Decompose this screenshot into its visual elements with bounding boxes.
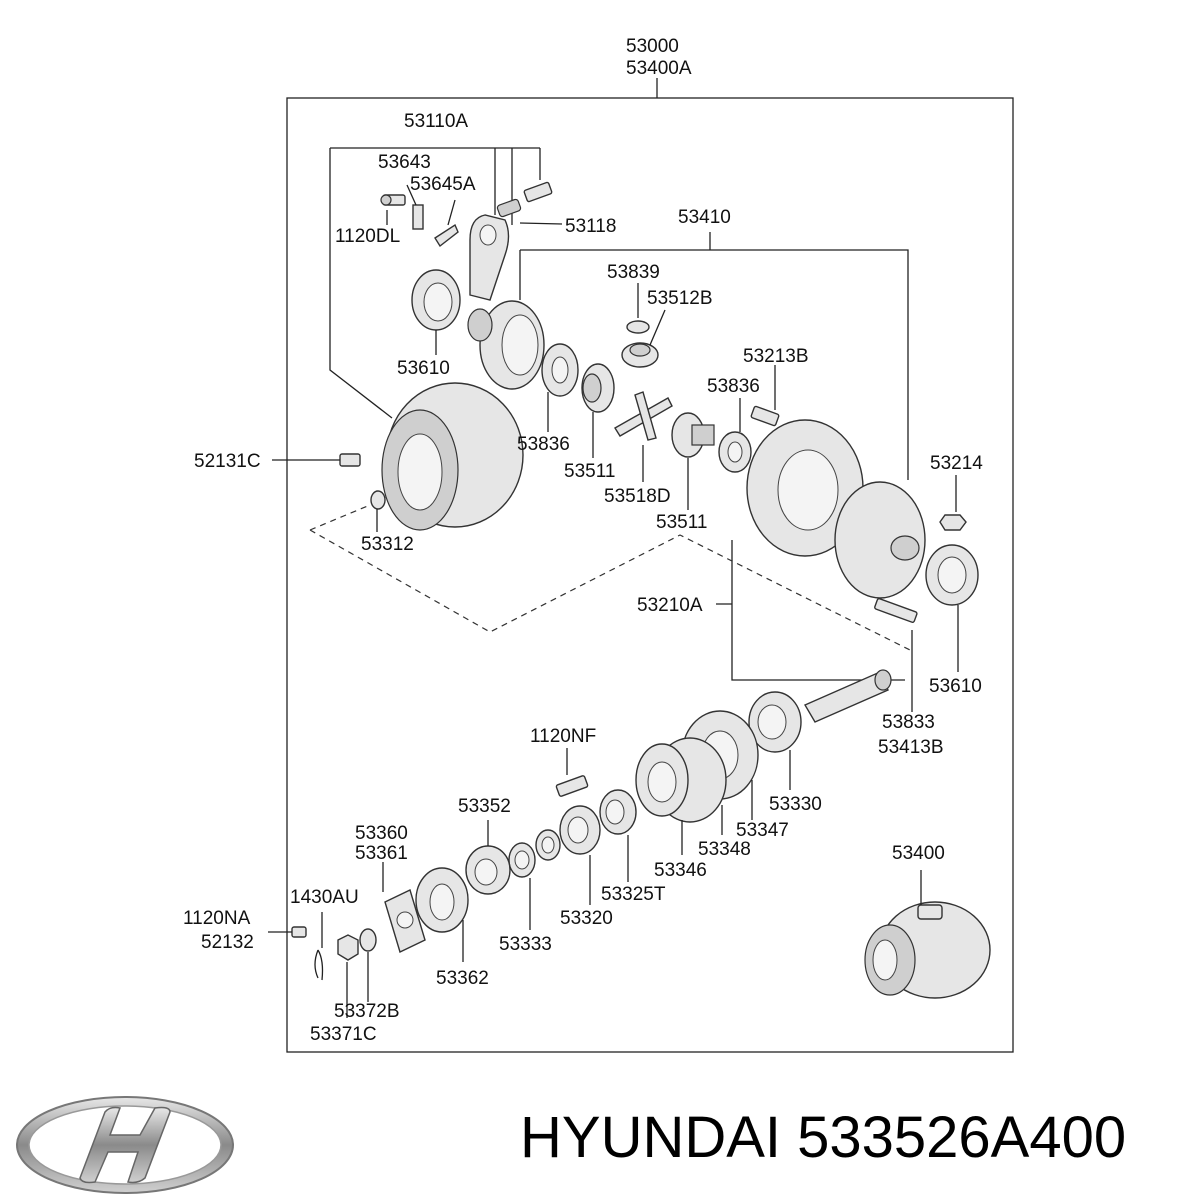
label-53372B: 53372B — [334, 1001, 400, 1022]
label-52132: 52132 — [201, 932, 254, 953]
bolt-1120DL-icon — [380, 194, 406, 225]
label-1120DL: 1120DL — [335, 226, 400, 247]
label-53348: 53348 — [698, 839, 751, 860]
washer-53333-icon — [508, 842, 536, 930]
label-53512B: 53512B — [647, 288, 713, 309]
label-53210A: 53210A — [637, 595, 703, 616]
label-53836-right: 53836 — [707, 376, 760, 397]
companion-flange-53362-icon — [415, 867, 469, 962]
washer-53839-icon — [626, 283, 650, 334]
assembly-frame — [286, 97, 1014, 1053]
label-53511-left: 53511 — [564, 461, 615, 482]
washer-53333a-icon — [535, 829, 561, 861]
cross-shaft-53518D-icon — [614, 391, 673, 482]
washer-53372B-icon — [359, 928, 377, 1002]
retainer-53346-icon — [635, 743, 689, 855]
bolt-52132-icon — [268, 926, 307, 938]
label-53645A: 53645A — [410, 174, 476, 195]
label-52131C: 52131C — [194, 451, 261, 472]
bearing-53610-right-icon — [925, 544, 979, 672]
label-53213B: 53213B — [743, 346, 809, 367]
label-53347: 53347 — [736, 820, 789, 841]
bolt-1120NF-icon — [555, 748, 589, 797]
nut-53214-icon — [939, 475, 967, 531]
side-gear-53511-right-icon — [671, 412, 715, 510]
label-1120NF: 1120NF — [530, 726, 596, 747]
side-gear-53511-icon — [581, 363, 615, 458]
cotter-pin-1430AU-icon — [314, 912, 324, 981]
case-half-right-icon — [834, 481, 926, 599]
label-53410: 53410 — [678, 207, 731, 228]
label-53360: 53360 — [355, 823, 408, 844]
assembled-carrier-53400-icon — [864, 870, 991, 999]
dust-cover-53360-icon — [382, 862, 426, 953]
label-53352: 53352 — [458, 796, 511, 817]
label-53400A: 53400A — [626, 58, 692, 79]
label-53643: 53643 — [378, 152, 431, 173]
label-53333: 53333 — [499, 934, 552, 955]
bearing-cap-icon — [469, 214, 510, 301]
label-53330: 53330 — [769, 794, 822, 815]
label-53214: 53214 — [930, 453, 983, 474]
label-53361: 53361 — [355, 843, 408, 864]
exploded-parts-diagram: 53000 53400A 53110A 53643 53645A 1120DL … — [183, 36, 1014, 1053]
hyundai-logo-icon — [16, 1096, 234, 1194]
differential-case-icon — [370, 382, 524, 532]
spacer-53325T-icon — [599, 789, 637, 882]
label-53118: 53118 — [565, 216, 616, 237]
nut-53371C-icon — [337, 934, 359, 1018]
label-53320: 53320 — [560, 908, 613, 929]
thrust-washer-53836-icon — [541, 343, 579, 432]
label-53833: 53833 — [882, 712, 935, 733]
drive-pinion-53413B-icon — [803, 669, 892, 723]
label-53346: 53346 — [654, 860, 707, 881]
label-53110A: 53110A — [404, 111, 468, 132]
bolt-53213B-icon — [750, 365, 780, 427]
label-53518D: 53518D — [604, 486, 671, 507]
bolt-53118-icon — [496, 181, 563, 225]
differential-case-half-icon — [467, 300, 545, 390]
label-53371C: 53371C — [310, 1024, 377, 1045]
label-53362: 53362 — [436, 968, 489, 989]
label-53325T: 53325T — [601, 884, 666, 905]
label-53000: 53000 — [626, 36, 679, 57]
label-53413B: 53413B — [878, 737, 944, 758]
label-53400: 53400 — [892, 843, 945, 864]
label-1120NA: 1120NA — [183, 908, 251, 929]
plate-53643-icon — [406, 184, 424, 230]
lock-53645A-icon — [434, 199, 459, 248]
brand-part-number: HYUNDAI 533526A400 — [520, 1105, 1127, 1170]
label-53610-top: 53610 — [397, 358, 450, 379]
oil-seal-53352-icon — [465, 820, 511, 895]
bearing-53610-top-icon — [411, 269, 461, 355]
bearing-53320-icon — [559, 805, 601, 905]
bearing-53330-icon — [748, 691, 802, 790]
label-1430AU: 1430AU — [290, 887, 359, 908]
label-53610-right: 53610 — [929, 676, 982, 697]
label-53839: 53839 — [607, 262, 660, 283]
pinion-gear-53512B-icon — [621, 309, 666, 368]
thrust-washer-53836-right-icon — [718, 398, 752, 473]
bolt-52131C-icon — [272, 453, 361, 467]
label-53312: 53312 — [361, 534, 414, 555]
bolt-53833-icon — [874, 597, 918, 712]
label-53836-left: 53836 — [517, 434, 570, 455]
label-53511-right: 53511 — [656, 512, 707, 533]
